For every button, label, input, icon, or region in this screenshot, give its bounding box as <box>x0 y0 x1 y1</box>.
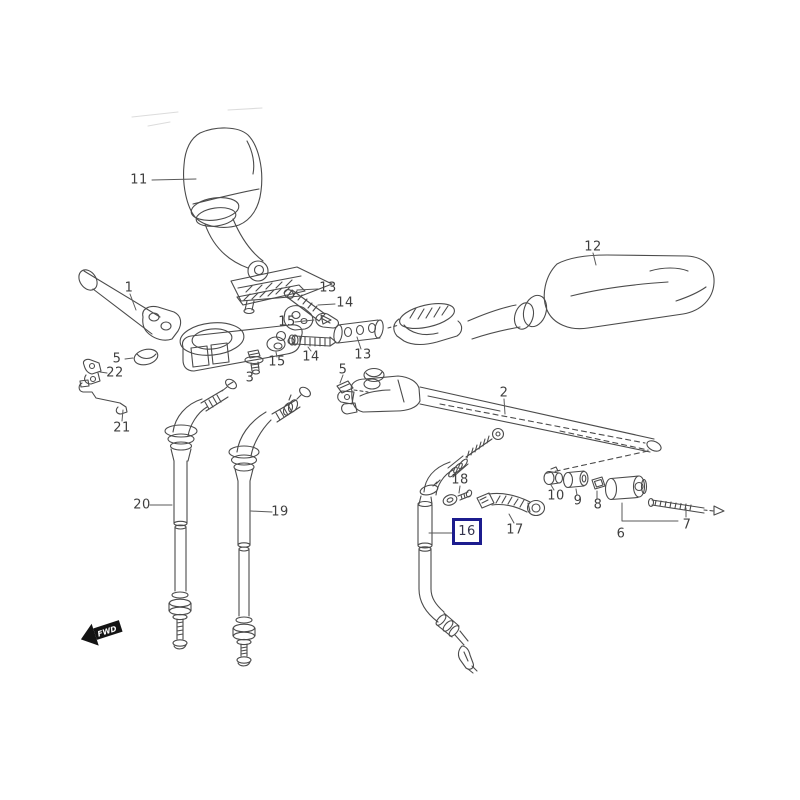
callout-part-16: 16 <box>458 524 476 539</box>
fwd-arrow-body <box>93 620 123 640</box>
callout-part-18: 18 <box>451 472 469 488</box>
callout-part-9: 9 <box>573 493 583 509</box>
callout-part-14-upper: 14 <box>336 295 354 311</box>
callout-part-6: 6 <box>616 526 626 542</box>
callout-part-21: 21 <box>113 420 131 436</box>
fwd-arrow-head-icon <box>80 623 99 646</box>
callout-part-22: 22 <box>106 365 124 381</box>
bracket-22-21-drawing <box>78 358 128 415</box>
leader-lines <box>99 178 687 534</box>
callout-part-10: 10 <box>547 488 565 504</box>
callout-part-15-upper: 15 <box>278 314 296 330</box>
callout-part-7: 7 <box>682 517 692 533</box>
cable-19-drawing <box>228 386 311 667</box>
mirror-right-drawing <box>387 254 715 346</box>
callout-part-14-lower: 14 <box>302 349 320 365</box>
callout-part-15-lower: 15 <box>268 354 286 370</box>
fwd-direction-marker: FWD <box>80 620 123 646</box>
callout-part-20: 20 <box>133 497 151 513</box>
callout-part-11: 11 <box>130 172 148 188</box>
handlebar-right-drawing <box>336 367 662 453</box>
cable-16-drawing <box>417 427 505 674</box>
lower-mount-hardware <box>266 319 384 352</box>
callout-part-8: 8 <box>593 497 603 513</box>
callout-part-17: 17 <box>506 522 524 538</box>
grip-parts-drawing <box>542 430 725 516</box>
faint-marks <box>131 107 263 127</box>
bracket-17-drawing <box>476 492 546 517</box>
callout-part-1: 1 <box>124 280 134 296</box>
cable-20-drawing <box>164 378 237 650</box>
mirror-left-drawing <box>183 127 333 315</box>
callout-part-19: 19 <box>271 504 289 520</box>
callout-part-5-left: 5 <box>112 351 122 367</box>
part-18-drawing <box>442 489 473 506</box>
callout-part-13-lower: 13 <box>354 347 372 363</box>
callout-part-3: 3 <box>245 370 255 386</box>
selected-part-16-box[interactable]: 16 <box>452 518 482 545</box>
callout-part-5-right: 5 <box>338 362 348 378</box>
callout-part-12: 12 <box>584 239 602 255</box>
callout-part-2: 2 <box>499 385 509 401</box>
callout-part-13-upper: 13 <box>319 280 337 296</box>
